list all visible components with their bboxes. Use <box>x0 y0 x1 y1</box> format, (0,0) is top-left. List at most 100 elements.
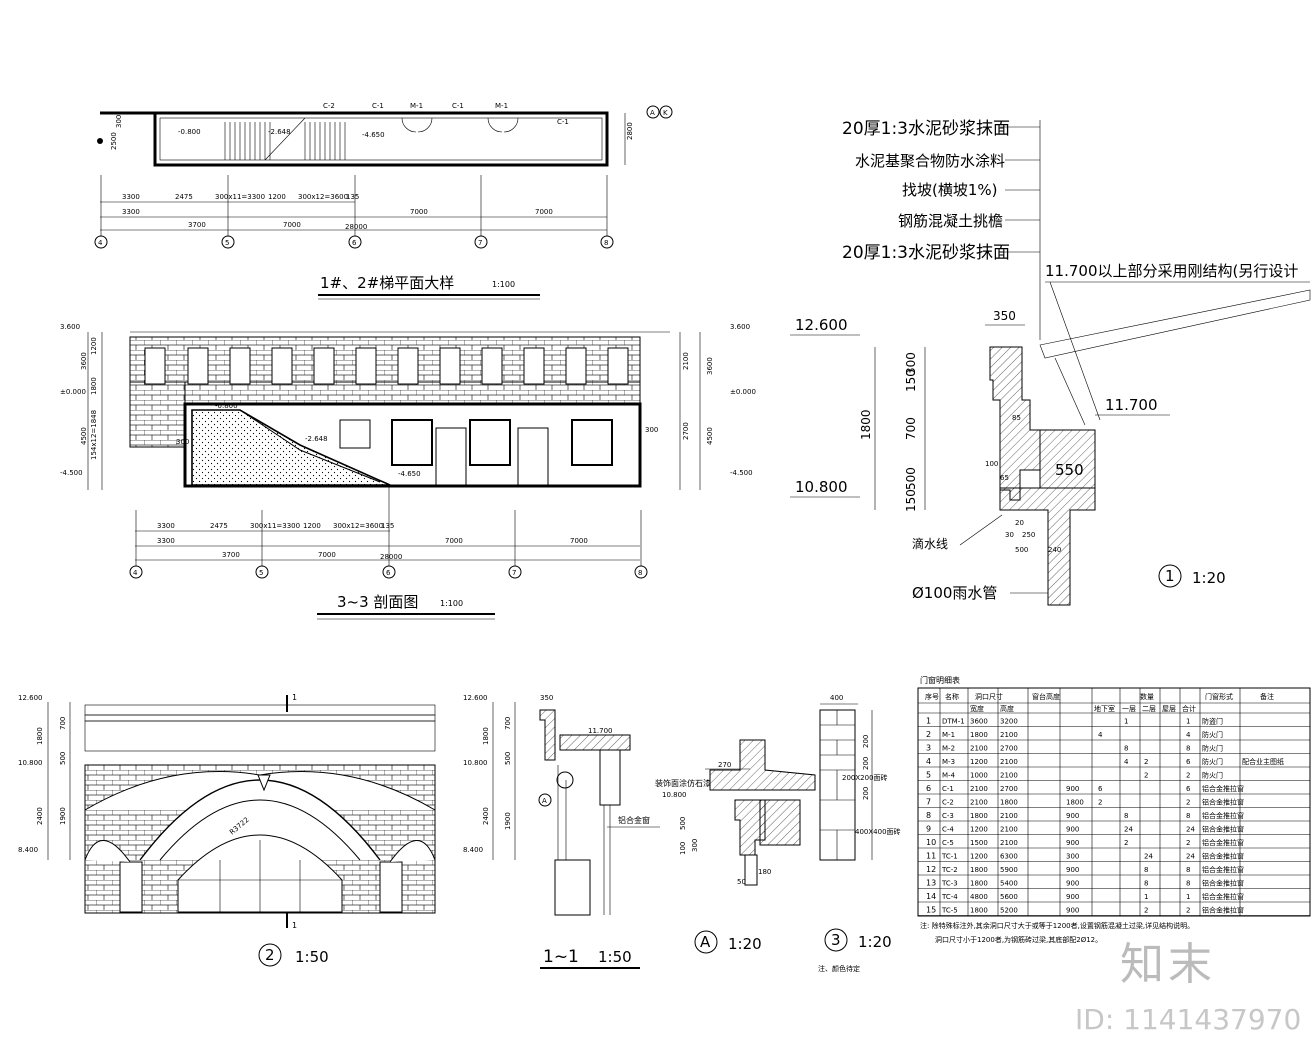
svg-text:4: 4 <box>98 239 103 247</box>
dim-text: 28000 <box>345 223 367 231</box>
svg-text:550: 550 <box>1055 461 1084 479</box>
svg-text:10.800: 10.800 <box>18 759 43 767</box>
table-subheader: 二层 <box>1142 705 1156 713</box>
table-cell: 7 <box>926 798 931 807</box>
svg-text:1: 1 <box>292 921 297 930</box>
table-cell: 防火门 <box>1202 757 1223 766</box>
table-cell: 900 <box>1066 812 1079 820</box>
table-cell: 1200 <box>970 853 988 861</box>
table-header: 窗台高度 <box>1032 692 1060 701</box>
dim-text: 3300 <box>122 208 140 216</box>
level-label: 10.800 <box>795 478 848 496</box>
door-window-schedule: 门窗明细表 序号名称洞口尺寸窗台高度数量门窗形式备注宽度高度地下室一层二层屋层合… <box>917 675 1311 944</box>
svg-text:4: 4 <box>133 569 138 577</box>
svg-text:5: 5 <box>259 569 263 577</box>
table-cell: 铝合金推拉窗 <box>1202 906 1244 915</box>
plan-wall-outline <box>153 111 609 167</box>
svg-text:100: 100 <box>985 460 998 468</box>
table-cell: 2 <box>926 730 931 739</box>
table-subheader: 一层 <box>1122 705 1136 713</box>
finish-label: 装饰面涂仿石漆 <box>655 778 711 788</box>
svg-text:6: 6 <box>386 569 391 577</box>
detail-a: 装饰面涂仿石漆 10.800 270 500 300 100 50 180 A … <box>655 739 816 954</box>
svg-text:11.700: 11.700 <box>588 727 613 735</box>
table-cell: 8 <box>1144 880 1148 888</box>
dim-text: 300 <box>115 115 123 128</box>
svg-text:700: 700 <box>904 417 918 440</box>
svg-text:5: 5 <box>225 239 229 247</box>
svg-text:135: 135 <box>381 522 394 530</box>
table-cell: 24 <box>1144 853 1153 861</box>
table-cell: 900 <box>1066 826 1079 834</box>
svg-text:240: 240 <box>1048 546 1061 554</box>
dim-text: 1200 <box>268 193 286 201</box>
layer-label: 找坡(横坡1%) <box>902 181 998 199</box>
table-cell: 铝合金推拉窗 <box>1202 838 1244 847</box>
svg-text:2475: 2475 <box>210 522 228 530</box>
table-cell: 2100 <box>1000 731 1018 739</box>
table-cell: 5600 <box>1000 893 1018 901</box>
table-cell: 1800 <box>1000 799 1018 807</box>
table-cell: C-5 <box>942 839 954 847</box>
table-title: 门窗明细表 <box>920 675 960 685</box>
table-cell: TC-5 <box>941 907 958 915</box>
svg-text:154x12=1848: 154x12=1848 <box>90 410 98 460</box>
table-cell: 铝合金推拉窗 <box>1202 784 1244 793</box>
svg-text:10.800: 10.800 <box>463 759 488 767</box>
table-subheader: 合计 <box>1182 704 1196 713</box>
table-cell: 4 <box>1186 731 1191 739</box>
table-cell: 6 <box>1186 785 1191 793</box>
dim-text: 2800 <box>626 122 634 140</box>
table-cell: 8 <box>1186 866 1190 874</box>
table-cell: 8 <box>1186 745 1190 753</box>
svg-text:250: 250 <box>1022 531 1035 539</box>
table-cell: TC-1 <box>941 853 958 861</box>
table-cell: 1 <box>1124 718 1128 726</box>
svg-text:2100: 2100 <box>682 352 690 370</box>
table-cell: M-2 <box>942 745 955 753</box>
svg-text:12.600: 12.600 <box>463 694 488 702</box>
svg-text:350: 350 <box>993 309 1016 323</box>
drawing-title: 3~3 剖面图 <box>337 593 418 611</box>
svg-text:A: A <box>650 109 655 117</box>
table-cell: 1 <box>1186 718 1190 726</box>
table-cell: M-1 <box>942 731 955 739</box>
table-cell: 2 <box>1144 758 1148 766</box>
layer-label: 水泥基聚合物防水涂料 <box>855 152 1005 170</box>
axis-bubbles: 4 5 6 7 8 <box>129 486 648 579</box>
drawing-scale: 1:100 <box>492 280 515 289</box>
level-label: -0.800 <box>215 402 238 410</box>
svg-text:400: 400 <box>830 694 843 702</box>
svg-text:12.600: 12.600 <box>18 694 43 702</box>
level-label: -4.500 <box>730 469 753 477</box>
drawing-scale: 1:50 <box>295 948 329 966</box>
dim-text: 3300 <box>122 193 140 201</box>
table-cell: 12 <box>926 865 936 874</box>
level-label: ±0.000 <box>730 388 756 396</box>
detail-marker: 3 <box>831 931 841 949</box>
svg-text:50: 50 <box>737 878 746 886</box>
svg-text:10.800: 10.800 <box>662 791 687 799</box>
svg-text:85: 85 <box>1012 414 1021 422</box>
table-cell: 1800 <box>970 812 988 820</box>
table-cell: 2100 <box>1000 826 1018 834</box>
section-3-3: -0.800 -2.648 -4.650 3.600 ±0.000 -4.500… <box>60 323 756 620</box>
window-label: 铝合金窗 <box>618 815 650 825</box>
table-cell: 铝合金推拉窗 <box>1202 879 1244 888</box>
svg-text:1900: 1900 <box>504 812 512 830</box>
table-cell: 铝合金推拉窗 <box>1202 892 1244 901</box>
table-note: 注: 除特殊标注外,其余洞口尺寸大于或等于1200者,设置钢筋混凝土过梁,详见结… <box>920 921 1194 930</box>
dim-text: 300x11=3300 <box>215 193 265 201</box>
svg-text:200: 200 <box>862 787 870 800</box>
table-cell: 2100 <box>970 785 988 793</box>
svg-text:150: 150 <box>904 489 918 512</box>
table-cell: 2 <box>1186 799 1190 807</box>
table-cell: 2100 <box>970 799 988 807</box>
table-cell: 1800 <box>1066 799 1084 807</box>
watermark-logo: 知末 <box>1120 939 1216 990</box>
dim-text: 300x12=3600 <box>298 193 348 201</box>
svg-text:350: 350 <box>540 694 553 702</box>
table-cell: TC-4 <box>941 893 958 901</box>
svg-text:8.400: 8.400 <box>463 846 483 854</box>
